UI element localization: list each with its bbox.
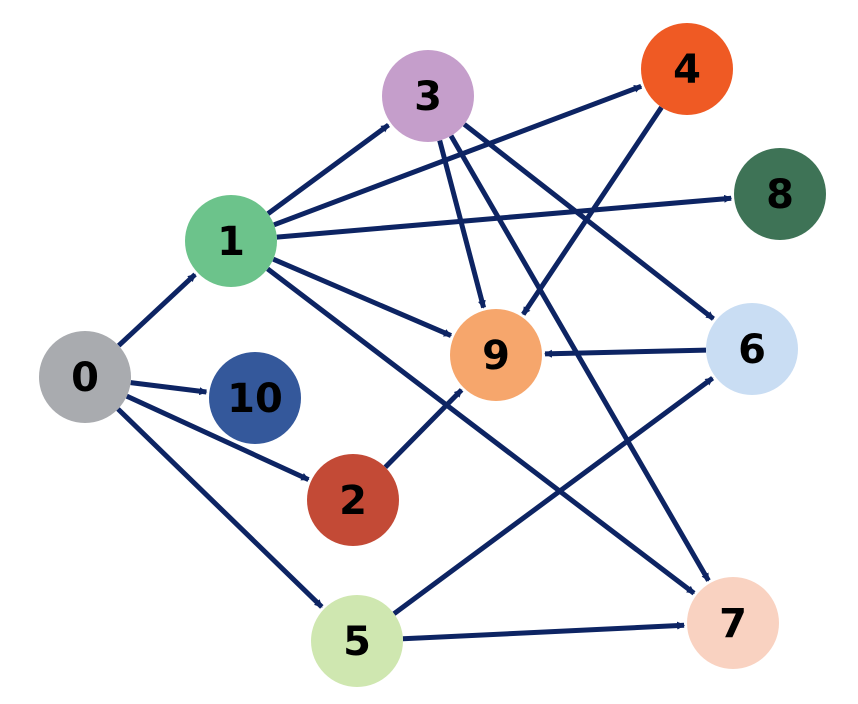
edge-4-to-9 — [521, 105, 664, 316]
node-4-circle — [641, 23, 733, 115]
edge-3-to-9 — [437, 139, 487, 309]
node-6-label: 6 — [738, 327, 766, 373]
node-1-circle — [185, 195, 277, 287]
node-9-label: 9 — [482, 333, 510, 379]
node-7-label: 7 — [719, 601, 747, 647]
node-5: 5 — [311, 595, 403, 687]
node-2-label: 2 — [339, 478, 367, 524]
edge-3-to-7 — [448, 134, 711, 582]
node-10-circle — [209, 352, 301, 444]
edge-5-to-6 — [392, 376, 715, 616]
node-2-circle — [307, 454, 399, 546]
node-3-circle — [382, 50, 474, 142]
node-5-circle — [311, 595, 403, 687]
node-8-circle — [734, 148, 826, 240]
node-10: 10 — [209, 352, 301, 444]
node-8: 8 — [734, 148, 826, 240]
node-3-label: 3 — [414, 74, 442, 120]
node-9: 9 — [450, 309, 542, 401]
node-6: 6 — [706, 303, 798, 395]
node-4: 4 — [641, 23, 733, 115]
node-0-label: 0 — [71, 355, 99, 401]
edge-0-to-2 — [125, 393, 310, 482]
node-1-label: 1 — [217, 219, 245, 265]
edge-0-to-5 — [116, 407, 324, 609]
edge-0-to-1 — [116, 272, 197, 348]
edge-1-to-3 — [266, 122, 390, 216]
node-0: 0 — [39, 331, 131, 423]
edge-2-to-9 — [383, 388, 464, 469]
edge-5-to-7 — [402, 621, 686, 642]
node-9-circle — [450, 309, 542, 401]
nodes: 0 1 2 3 4 5 6 7 8 9 10 — [39, 23, 826, 687]
node-10-label: 10 — [227, 376, 283, 422]
edge-1-to-8 — [276, 194, 733, 240]
node-6-circle — [706, 303, 798, 395]
node-8-label: 8 — [766, 172, 794, 218]
node-5-label: 5 — [343, 619, 371, 665]
node-7: 7 — [687, 577, 779, 669]
node-3: 3 — [382, 50, 474, 142]
node-7-circle — [687, 577, 779, 669]
edge-6-to-9 — [544, 347, 707, 358]
edge-3-to-6 — [462, 122, 715, 321]
edge-1-to-9 — [272, 256, 452, 338]
node-4-label: 4 — [673, 47, 701, 93]
edge-1-to-7 — [266, 266, 696, 596]
edge-1-to-4 — [273, 83, 643, 228]
node-0-circle — [39, 331, 131, 423]
edges — [116, 83, 733, 642]
node-2: 2 — [307, 454, 399, 546]
edge-0-to-10 — [130, 380, 208, 396]
node-1: 1 — [185, 195, 277, 287]
